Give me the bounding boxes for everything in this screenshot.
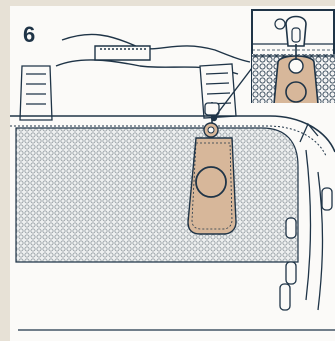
mesh-panel [16, 128, 298, 262]
side-zipper [300, 124, 323, 310]
step-number: 6 [23, 22, 35, 48]
luggage-tag-icon [188, 102, 236, 234]
left-buckle [20, 66, 52, 120]
zoom-callout [252, 10, 335, 104]
